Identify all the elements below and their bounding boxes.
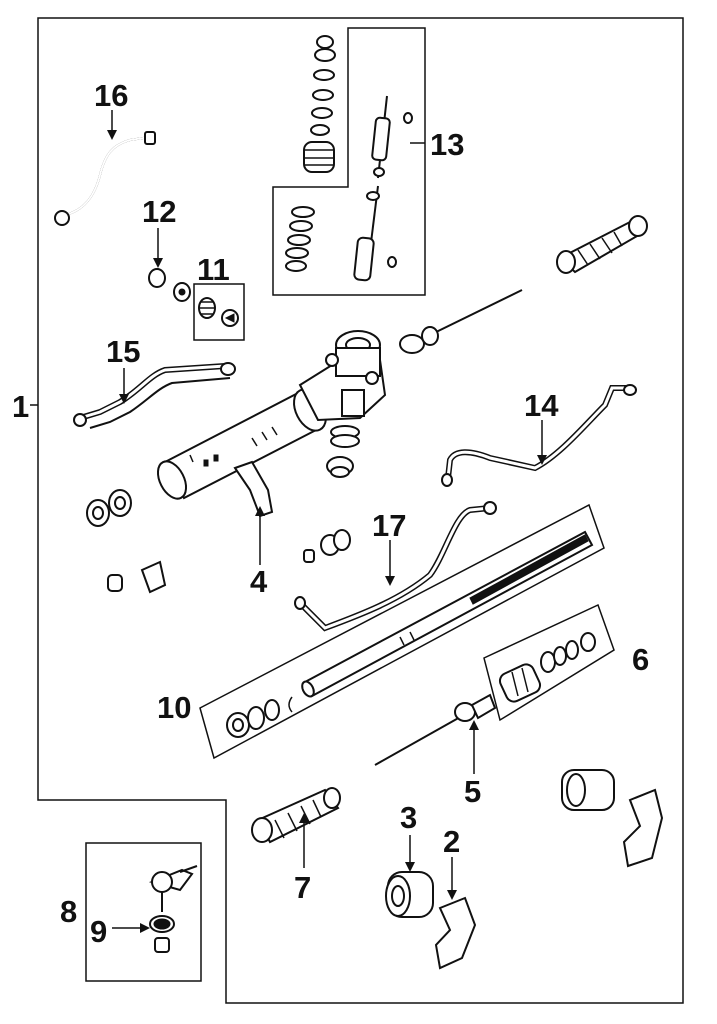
- callout-6: 6: [632, 642, 649, 677]
- callout-8: 8: [60, 894, 77, 929]
- callout-12: 12: [142, 194, 176, 229]
- pinion-seals: [326, 425, 360, 478]
- mount-bushings-center: [303, 529, 351, 563]
- callout-16: 16: [94, 78, 128, 113]
- callout-17: 17: [372, 508, 406, 543]
- box-8-frame: [85, 842, 202, 982]
- return-hose-16: [54, 131, 156, 226]
- pressure-hose-15: [73, 362, 236, 429]
- callout-5: 5: [464, 774, 481, 809]
- callout-15: 15: [106, 334, 140, 369]
- bracket-4: [233, 460, 274, 518]
- callout-14: 14: [524, 388, 559, 423]
- valve-seal-stack-bottom: [285, 206, 315, 272]
- callout-3: 3: [400, 800, 417, 835]
- boot-upper: [556, 215, 648, 274]
- boot-kit-6: [498, 632, 596, 703]
- callout-4: 4: [250, 564, 268, 599]
- callout-11: 11: [197, 252, 230, 287]
- box-13-frame: [272, 27, 426, 296]
- pressure-hose-17: [294, 501, 497, 632]
- clamp-right: [622, 788, 664, 868]
- boot-7: [251, 787, 341, 844]
- rack-seals: [226, 696, 293, 738]
- seal-12: [148, 268, 191, 302]
- valve-seal-stack-top: [303, 35, 336, 173]
- inner-tie-rod-upper: [399, 289, 523, 354]
- callout-13: 13: [430, 127, 464, 162]
- inner-tie-rod-5: [374, 693, 497, 766]
- callout-10: 10: [157, 690, 191, 725]
- mount-bushings-left: [86, 489, 167, 594]
- clamp-2: [434, 896, 477, 970]
- callout-1: 1: [12, 389, 29, 424]
- callout-9: 9: [90, 914, 107, 949]
- callout-2: 2: [443, 824, 460, 859]
- pressure-hose-14: [441, 384, 637, 487]
- leader-lines: [30, 110, 547, 933]
- rack-shaft: [301, 530, 594, 698]
- assembly-boundary: [37, 17, 684, 1004]
- valve-housing: [298, 330, 387, 422]
- plug-11: [198, 297, 239, 327]
- rack-housing: [156, 388, 327, 500]
- valve-spool: [353, 95, 413, 282]
- box-11-frame: [193, 283, 245, 341]
- callout-7: 7: [294, 870, 311, 905]
- bushing-3: [385, 871, 434, 918]
- bushing-right: [561, 769, 615, 811]
- outer-tie-rod-8: [148, 865, 198, 912]
- box-6-frame: [483, 603, 615, 722]
- ball-joint-seal-9: [149, 915, 175, 953]
- box-10-frame: [199, 503, 605, 760]
